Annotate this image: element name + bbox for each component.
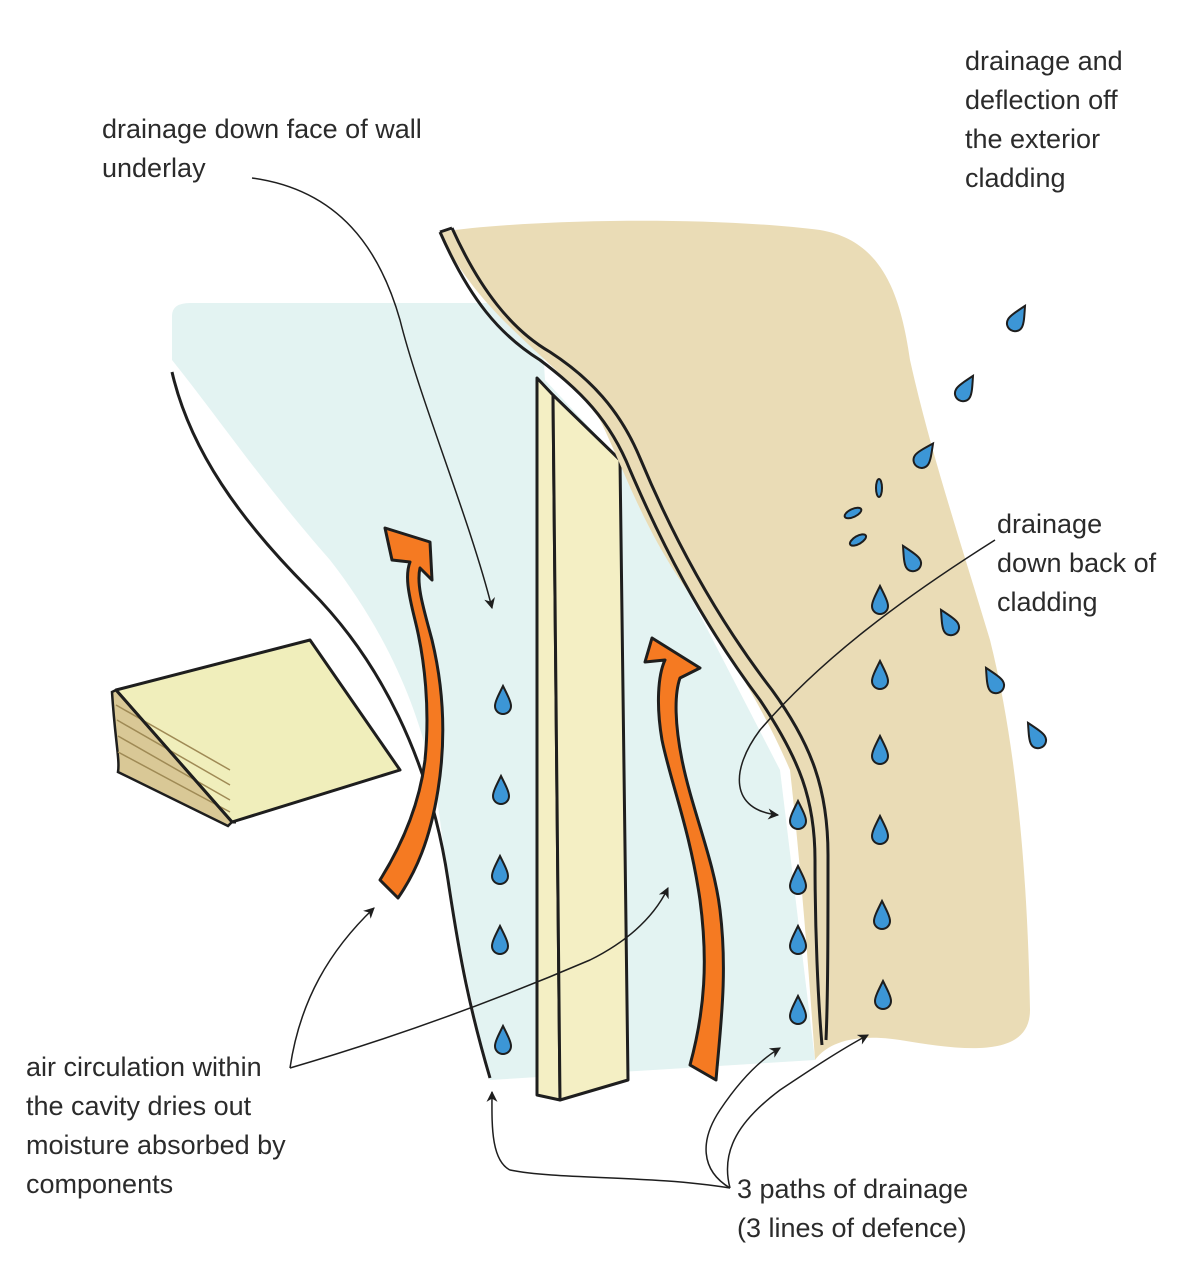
- label-line: 3 paths of drainage: [737, 1174, 969, 1204]
- leader-air-1: [289, 907, 375, 1069]
- label-drainage-exterior-cladding: drainage and deflection off the exterior…: [965, 42, 1123, 198]
- label-line: down back of: [997, 548, 1157, 578]
- label-line: the cavity dries out: [26, 1091, 252, 1121]
- leader-paths-1: [486, 1090, 731, 1189]
- label-line: cladding: [965, 163, 1066, 193]
- timber-plank: [110, 638, 402, 828]
- air-arrow-left: [378, 526, 445, 900]
- label-drainage-back-cladding: drainage down back of cladding: [997, 505, 1156, 622]
- wall-underlay-edge: [170, 371, 492, 1079]
- leader-air-2: [289, 887, 669, 1069]
- cavity-batten-face: [551, 393, 630, 1102]
- label-line: drainage down face of wall: [102, 114, 422, 144]
- label-line: the exterior: [965, 124, 1101, 154]
- cladding-edge-inner: [450, 227, 830, 1041]
- label-drainage-face-underlay: drainage down face of wall underlay: [102, 110, 422, 188]
- label-line: moisture absorbed by: [26, 1130, 286, 1160]
- air-flow-arrow-icon: [378, 526, 725, 1082]
- cavity-panel: [172, 303, 815, 1080]
- label-line: cladding: [997, 587, 1098, 617]
- water-drop-icon: [491, 300, 1050, 1055]
- label-line: air circulation within: [26, 1052, 262, 1082]
- label-line: components: [26, 1169, 174, 1199]
- label-line: drainage: [997, 509, 1103, 539]
- leader-paths-3: [726, 1034, 869, 1189]
- label-line: drainage and: [965, 46, 1123, 76]
- air-arrow-right: [643, 636, 725, 1082]
- label-air-circulation: air circulation within the cavity dries …: [26, 1048, 286, 1204]
- label-line: deflection off: [965, 85, 1118, 115]
- label-three-paths-drainage: 3 paths of drainage (3 lines of defence): [737, 1170, 968, 1248]
- label-line: (3 lines of defence): [737, 1213, 967, 1243]
- leader-arrows: [251, 177, 996, 1189]
- leader-face-underlay: [251, 177, 495, 610]
- leader-back-cladding: [738, 539, 996, 820]
- cladding-back-edge: [438, 231, 824, 1046]
- label-line: underlay: [102, 153, 206, 183]
- leader-paths-2: [705, 1047, 781, 1189]
